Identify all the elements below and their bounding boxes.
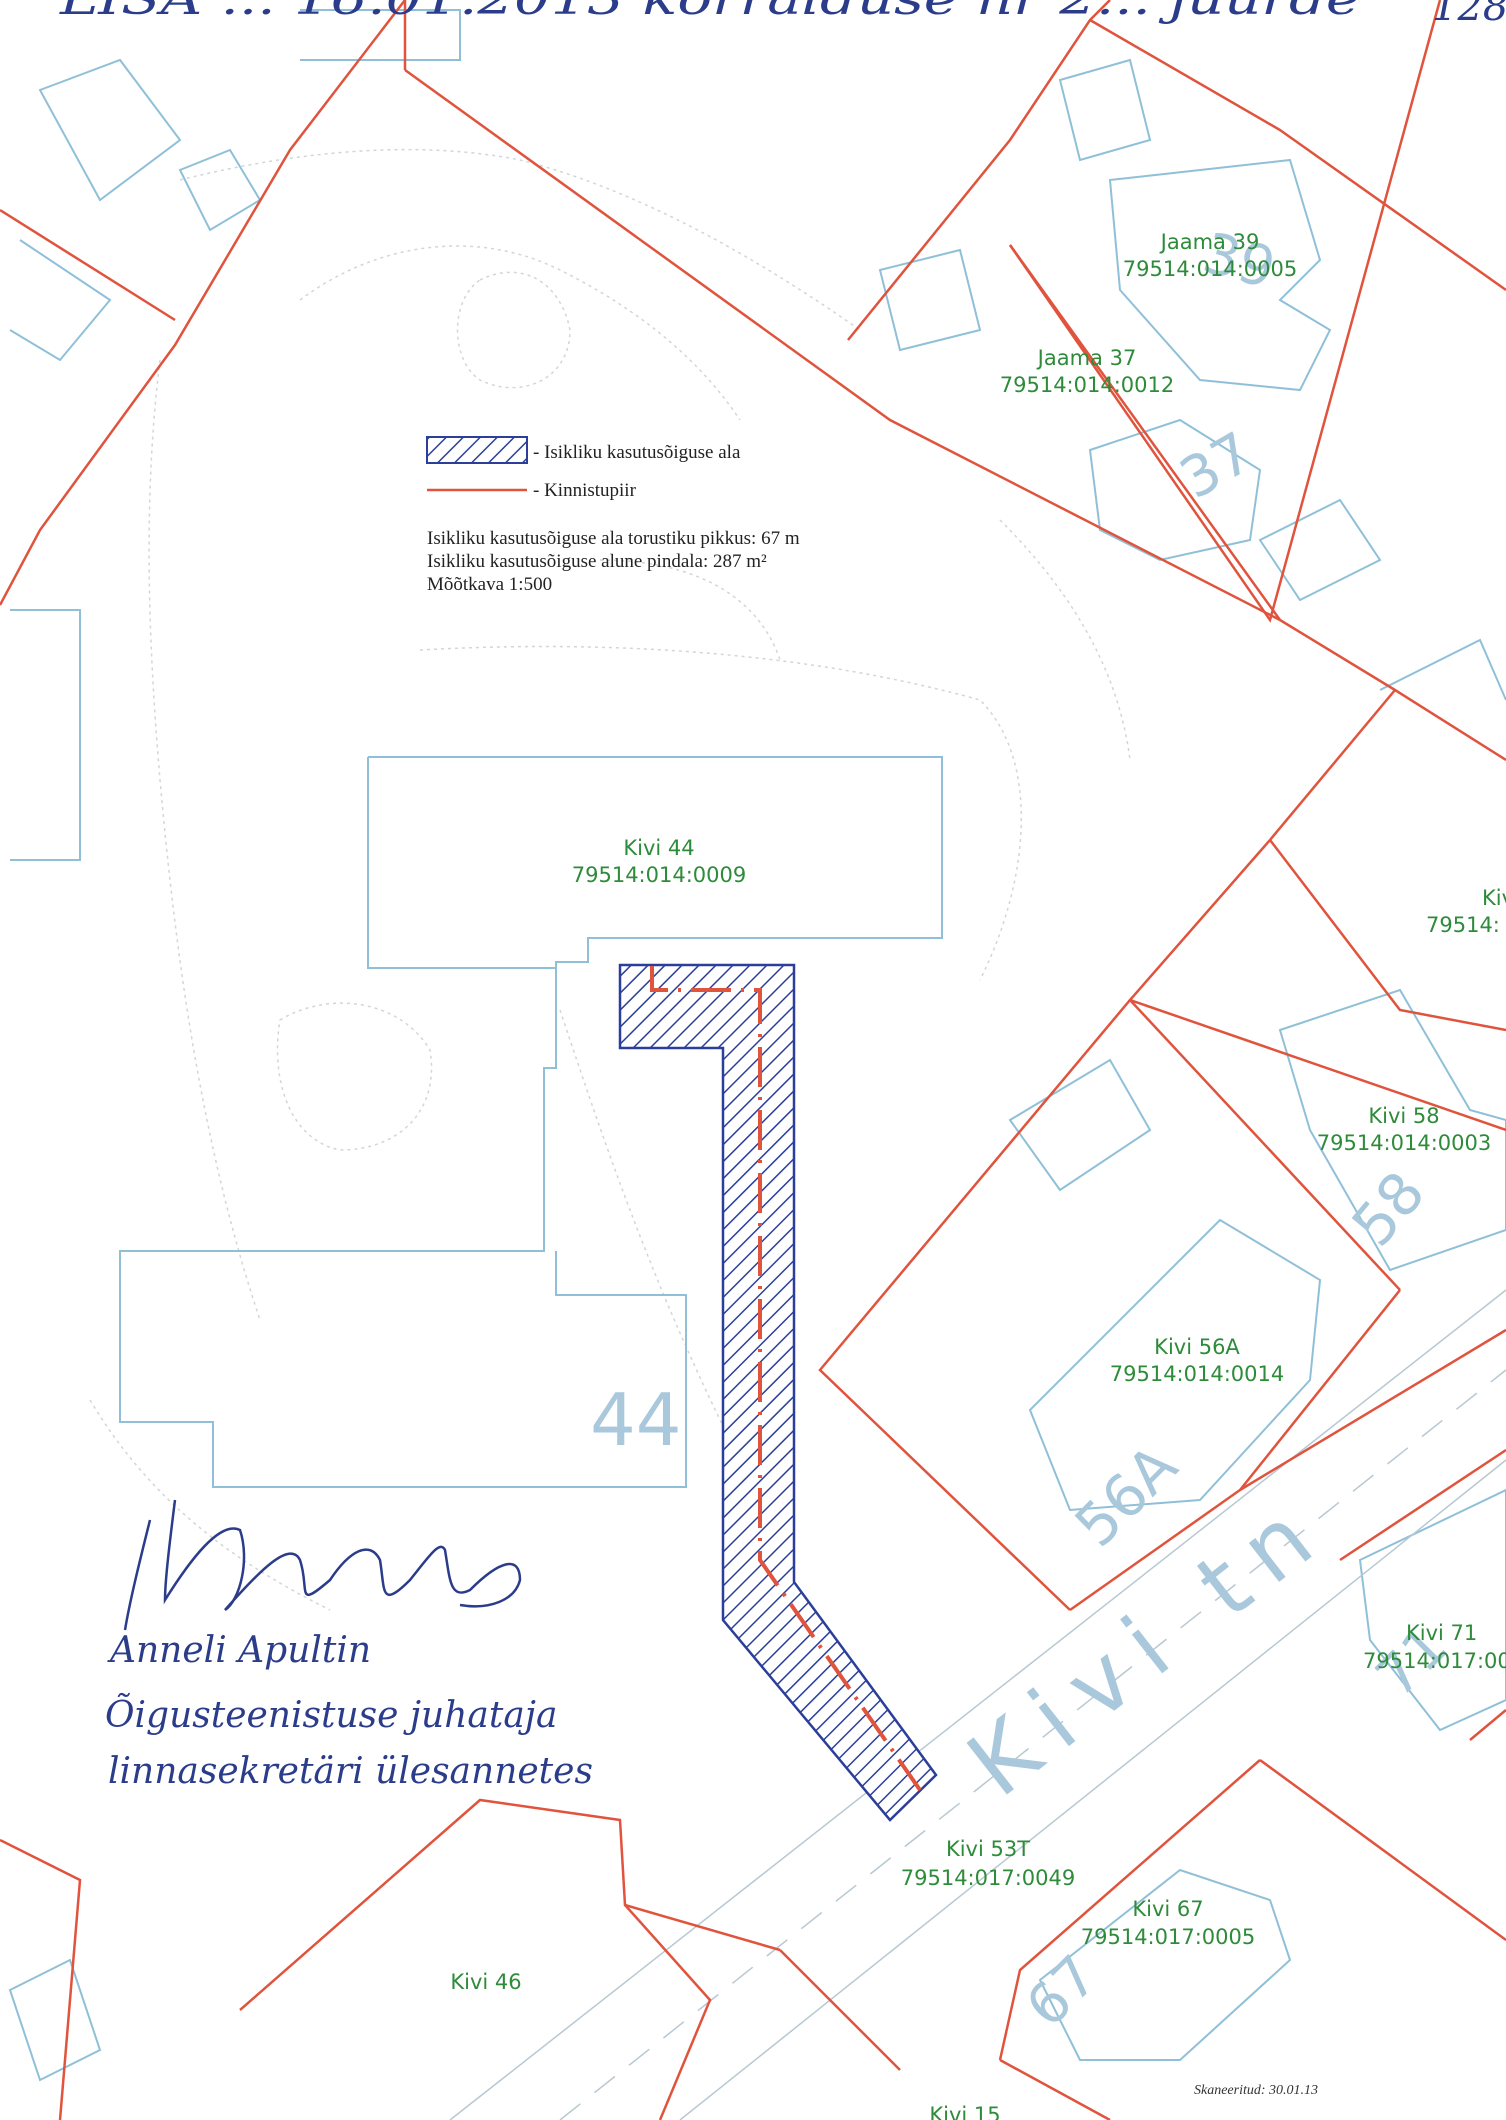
parcel-code: 79514:017:0049 [901,1866,1075,1890]
handwritten-title: LISA ... 16.01.2013 korralduse nr 2... j… [59,0,1360,25]
page-mark: 128 [1432,0,1506,30]
building-outlines [8,9,1506,2082]
parcel-code: 79514:017:00 [1363,1649,1506,1673]
parcel-code: 79514:014:0005 [1123,257,1297,281]
building-jaama-37 [1088,418,1262,562]
legend-scale: Mõõtkava 1:500 [427,574,552,595]
parcel-name: Kivi 67 [1132,1897,1203,1921]
house-number-67: 67 [1014,1944,1110,2040]
scan-stamp: Skaneeritud: 30.01.13 [1194,2083,1318,2098]
parcel-code: 79514: [1426,913,1500,937]
parcel-kivi-partial: Kivi 79514: [1426,886,1506,937]
building-kivi-71 [1358,1488,1506,1732]
signature-title-line2: linnasekretäri ülesannetes [108,1751,593,1792]
handwritten-header: LISA ... 16.01.2013 korralduse nr 2... j… [59,0,1506,30]
house-number-37: 37 [1170,420,1264,512]
house-number-56a: 56A [1062,1431,1191,1560]
house-number-44: 44 [590,1378,682,1462]
legend-servitude-label: - Isikliku kasutusõiguse ala [533,442,741,463]
parcel-name: Kivi 53T [946,1837,1030,1861]
parcel-code: 79514:017:0005 [1081,1925,1255,1949]
parcel-jaama-37: Jaama 37 79514:014:0012 [1000,346,1174,397]
legend-pipe-length: Isikliku kasutusõiguse ala torustiku pik… [427,528,800,549]
servitude-area [618,963,938,1822]
parcel-name: Kivi 46 [450,1970,521,1994]
parcel-code: 79514:014:0009 [572,863,746,887]
parcel-name: Kivi 44 [623,836,694,860]
terrain-lines [89,148,1131,1611]
parcel-name: Kivi 71 [1406,1621,1477,1645]
parcel-kivi-15: Kivi 15 [929,2103,1000,2120]
parcel-jaama-39: Jaama 39 79514:014:0005 [1123,230,1297,281]
legend-boundary-label: - Kinnistupiir [533,480,637,501]
legend: - Isikliku kasutusõiguse ala - Kinnistup… [426,436,800,595]
parcel-name: Kivi 56A [1154,1335,1240,1359]
parcel-kivi-67: Kivi 67 79514:017:0005 [1081,1897,1255,1949]
parcel-name: Kivi 58 [1368,1104,1439,1128]
building-kivi-44 [119,756,943,1488]
kivi-street [449,1289,1506,2120]
parcel-name: Jaama 37 [1036,346,1137,370]
legend-area: Isikliku kasutusõiguse alune pindala: 28… [427,551,767,572]
parcel-kivi-58: Kivi 58 79514:014:0003 [1317,1104,1491,1155]
parcel-kivi-71: Kivi 71 79514:017:00 [1363,1621,1506,1673]
building-kivi-56a [1028,1218,1322,1512]
signature-scribble [123,1499,522,1631]
parcel-labels: Jaama 39 79514:014:0005 Jaama 37 79514:0… [450,230,1506,2120]
parcel-kivi-44: Kivi 44 79514:014:0009 [572,836,746,887]
parcel-code: 79514:014:0012 [1000,373,1174,397]
parcel-name: Kivi 15 [929,2103,1000,2120]
building-jaama-39 [1108,158,1332,392]
parcel-code: 79514:014:0003 [1317,1131,1491,1155]
house-number-58: 58 [1339,1159,1439,1259]
parcel-name: Jaama 39 [1159,230,1260,254]
parcel-name: Kivi [1482,886,1506,910]
building-kivi-58 [1278,988,1506,1272]
signature-name: Anneli Apultin [107,1630,371,1671]
street-name: Kivi tn [949,1474,1347,1817]
pipeline-route [650,966,922,1792]
building-kivi-67 [1038,1868,1292,2061]
parcel-kivi-46: Kivi 46 [450,1970,521,1994]
signature-block: Anneli Apultin Õigusteenistuse juhataja … [105,1499,593,1792]
parcel-kivi-56a: Kivi 56A 79514:014:0014 [1110,1335,1284,1386]
signature-title-line1: Õigusteenistuse juhataja [105,1694,557,1736]
parcel-code: 79514:014:0014 [1110,1362,1284,1386]
legend-hatch-swatch [426,436,528,464]
parcel-kivi-53t: Kivi 53T 79514:017:0049 [901,1837,1075,1890]
